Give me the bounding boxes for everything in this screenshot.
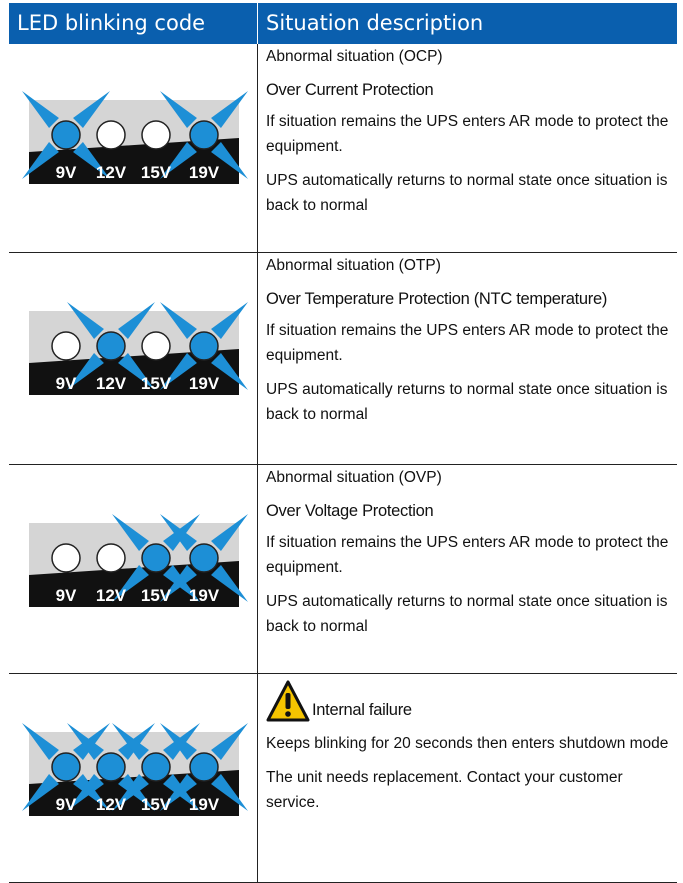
paragraph-return-normal: UPS automatically returns to normal stat… <box>266 381 668 423</box>
led-label-15v: 15V <box>141 586 172 605</box>
table-row-ovp: 9V 12V 15V 19V Abnormal situation (OVP) Ove… <box>9 465 677 674</box>
paragraph-return-normal: UPS automatically returns to normal stat… <box>266 172 668 214</box>
led-15v-off <box>141 120 171 150</box>
led-12v-off <box>96 543 126 573</box>
led-15v-on <box>141 543 171 573</box>
led-9v-on <box>51 752 81 782</box>
led-cell: 9V 12V 15V 19V <box>9 465 258 673</box>
led-panel: 9V 12V 15V 19V <box>29 514 248 607</box>
protection-title: Over Current Protection <box>266 81 434 99</box>
led-12v-off <box>96 120 126 150</box>
led-glow-rays <box>160 91 248 179</box>
led-9v-on <box>51 120 81 150</box>
led-15v-on <box>141 752 171 782</box>
description-cell: Internal failure Keeps blinking for 20 s… <box>258 674 677 882</box>
warning-heading: Internal failure <box>266 680 677 722</box>
led-cell: 9V 12V 15V 19V <box>9 44 258 252</box>
table-row-internal-failure: 9V 12V 15V 19V Internal failure Keeps blink… <box>9 674 677 883</box>
description-cell: Abnormal situation (OTP) Over Temperatur… <box>258 253 677 464</box>
paragraph-ar-mode: If situation remains the UPS enters AR m… <box>266 113 669 155</box>
led-glow-rays <box>67 302 155 390</box>
led-label-12v: 12V <box>96 586 127 605</box>
led-label-9v: 9V <box>56 374 77 393</box>
led-glow-rays <box>22 91 110 179</box>
led-panel: 9V 12V 15V 19V <box>22 723 248 816</box>
situation-text: Abnormal situation (OCP) <box>266 48 443 65</box>
led-glow-rays <box>160 514 248 602</box>
led-19v-on <box>189 752 219 782</box>
led-label-19v: 19V <box>189 163 220 182</box>
paragraph-ar-mode: If situation remains the UPS enters AR m… <box>266 322 669 364</box>
led-glow-rays <box>160 302 248 390</box>
led-label-19v: 19V <box>189 374 220 393</box>
paragraph-replacement: The unit needs replacement. Contact your… <box>266 769 623 811</box>
led-19v-on <box>189 331 219 361</box>
led-cell: 9V 12V 15V 19V <box>9 253 258 464</box>
led-panel: 9V 12V 15V 19V <box>29 302 248 395</box>
table-row-otp: 9V 12V 15V 19V Abnormal situation (OTP) Ove… <box>9 253 677 465</box>
led-15v-off <box>141 331 171 361</box>
led-label-12v: 12V <box>96 374 127 393</box>
led-cell: 9V 12V 15V 19V <box>9 674 258 882</box>
led-label-9v: 9V <box>56 586 77 605</box>
led-label-9v: 9V <box>56 795 77 814</box>
header-led-code: LED blinking code <box>9 3 258 44</box>
protection-title: Over Temperature Protection (NTC tempera… <box>266 290 608 308</box>
led-label-15v: 15V <box>141 163 172 182</box>
led-19v-on <box>189 543 219 573</box>
led-label-15v: 15V <box>141 795 172 814</box>
led-label-15v: 15V <box>141 374 172 393</box>
description-cell: Abnormal situation (OVP) Over Voltage Pr… <box>258 465 677 673</box>
protection-title: Over Voltage Protection <box>266 502 434 520</box>
led-label-19v: 19V <box>189 586 220 605</box>
led-code-table: LED blinking code Situation description … <box>9 3 677 883</box>
situation-text: Abnormal situation (OTP) <box>266 257 441 274</box>
table-row-ocp: 9V 12V 15V 19V Abnormal situation (OCP) Ove… <box>9 44 677 253</box>
led-label-19v: 19V <box>189 795 220 814</box>
warning-triangle-icon <box>266 680 310 722</box>
led-label-9v: 9V <box>56 163 77 182</box>
led-19v-on <box>189 120 219 150</box>
led-label-12v: 12V <box>96 163 127 182</box>
description-cell: Abnormal situation (OCP) Over Current Pr… <box>258 44 677 252</box>
led-12v-on <box>96 331 126 361</box>
led-label-12v: 12V <box>96 795 127 814</box>
led-panel: 9V 12V 15V 19V <box>22 91 248 184</box>
led-12v-on <box>96 752 126 782</box>
table-header: LED blinking code Situation description <box>9 3 677 44</box>
led-glow-rays <box>160 723 248 811</box>
situation-text: Abnormal situation (OVP) <box>266 469 442 486</box>
paragraph-shutdown: Keeps blinking for 20 seconds then enter… <box>266 735 669 752</box>
header-situation: Situation description <box>266 11 484 35</box>
paragraph-ar-mode: If situation remains the UPS enters AR m… <box>266 534 669 576</box>
protection-title: Internal failure <box>312 701 412 719</box>
led-9v-off <box>51 543 81 573</box>
led-9v-off <box>51 331 81 361</box>
paragraph-return-normal: UPS automatically returns to normal stat… <box>266 593 668 635</box>
